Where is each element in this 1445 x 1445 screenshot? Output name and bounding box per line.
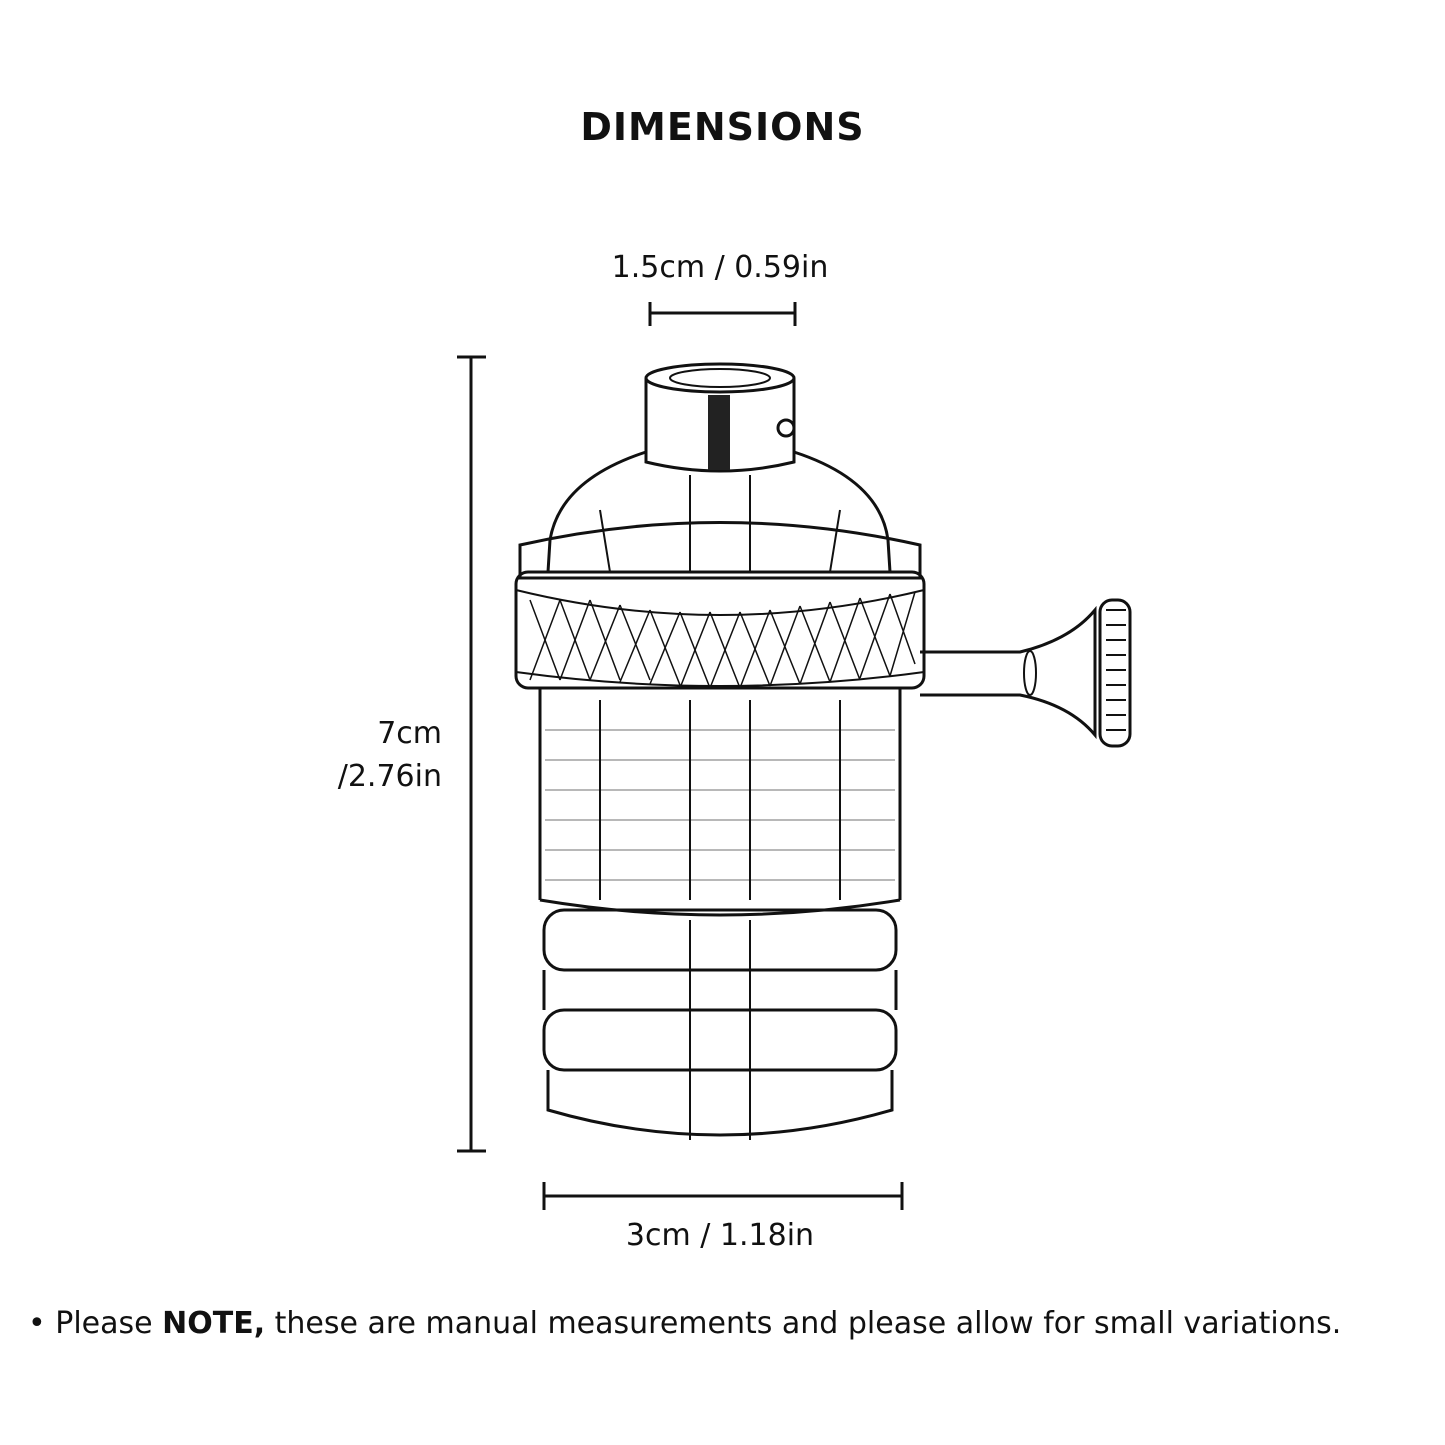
height-label: 7cm /2.76in: [300, 712, 442, 798]
page-title: DIMENSIONS: [580, 105, 865, 149]
note-suffix: these are manual measurements and please…: [265, 1306, 1342, 1341]
bottom-width-dimension-line: [542, 1182, 904, 1210]
height-label-in: /2.76in: [337, 759, 442, 794]
top-width-label: 1.5cm / 0.59in: [611, 250, 829, 285]
note-bullet: •: [28, 1306, 46, 1341]
note-prefix: Please: [55, 1306, 163, 1341]
top-width-dimension-line: [648, 302, 797, 326]
note-emphasis: NOTE,: [162, 1306, 266, 1341]
measurement-note: • Please NOTE, these are manual measurem…: [28, 1306, 1341, 1341]
height-label-cm: 7cm: [377, 716, 442, 751]
bottom-width-label: 3cm / 1.18in: [625, 1218, 815, 1253]
height-dimension-line: [457, 355, 486, 1153]
lamp-holder-illustration: [514, 362, 1132, 1140]
